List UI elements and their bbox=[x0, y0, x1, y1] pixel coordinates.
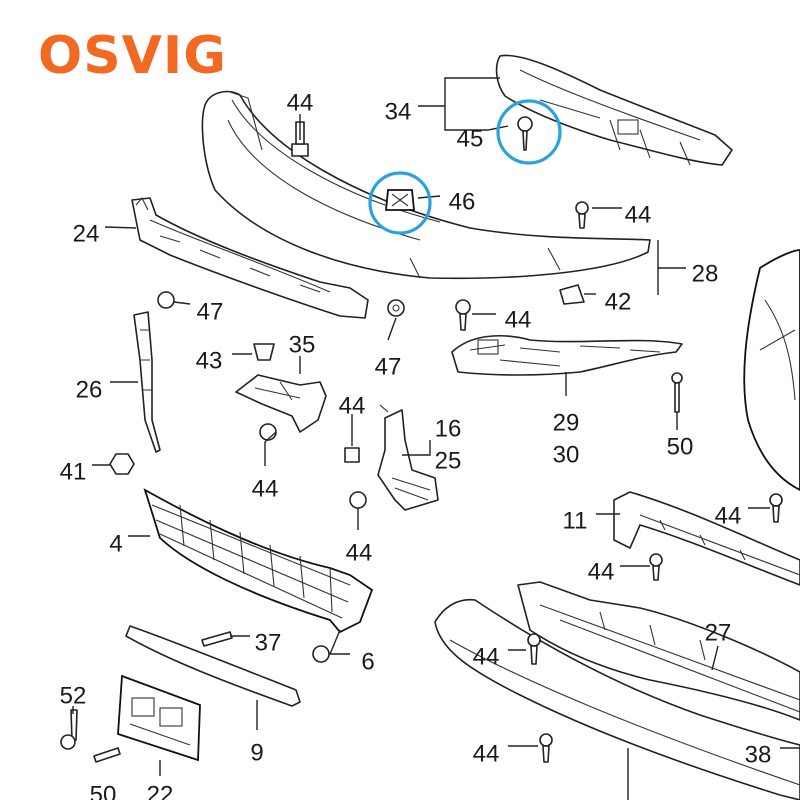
callout-37: 37 bbox=[255, 629, 282, 656]
part-9-trim-strip bbox=[125, 625, 301, 707]
bolt-44-b bbox=[575, 201, 589, 229]
callout-34: 34 bbox=[385, 98, 412, 125]
callout-11: 11 bbox=[563, 507, 588, 534]
part-27-lower-reinforcement bbox=[517, 581, 800, 721]
part-22-plate-bracket bbox=[117, 674, 201, 762]
callout-41: 41 bbox=[60, 458, 87, 485]
highlight-ring-46 bbox=[368, 171, 432, 235]
part-38-lower-lip bbox=[434, 598, 800, 800]
callout-26: 26 bbox=[76, 376, 103, 403]
part-35-small-bracket bbox=[235, 374, 327, 433]
part-28-upper-beam bbox=[201, 90, 651, 280]
clip-46 bbox=[385, 189, 415, 211]
callout-24: 24 bbox=[73, 220, 100, 247]
part-26-vertical-bracket bbox=[133, 311, 161, 453]
callout-44: 44 bbox=[252, 475, 279, 502]
clip-44-g bbox=[349, 491, 367, 509]
callout-22: 22 bbox=[147, 781, 174, 800]
part-24-bracket-rail bbox=[131, 197, 369, 319]
callout-43: 43 bbox=[196, 347, 223, 374]
callout-52: 52 bbox=[60, 682, 87, 709]
callout-29: 29 bbox=[553, 409, 580, 436]
logo-text: OSVIG bbox=[38, 26, 227, 86]
clip-44-d bbox=[344, 447, 360, 463]
callout-47: 47 bbox=[375, 353, 402, 380]
clip-43 bbox=[253, 343, 275, 361]
callout-25: 25 bbox=[435, 447, 462, 474]
screw-37 bbox=[201, 631, 233, 647]
leader-lines bbox=[72, 77, 800, 800]
part-4-lower-grille bbox=[143, 488, 374, 634]
callout-44: 44 bbox=[287, 89, 314, 116]
bolt-44-c bbox=[455, 299, 471, 331]
clip-6 bbox=[312, 645, 330, 663]
callout-45: 45 bbox=[457, 125, 484, 152]
highlight-ring-45 bbox=[496, 99, 562, 165]
callout-44: 44 bbox=[473, 740, 500, 767]
callout-44: 44 bbox=[339, 392, 366, 419]
callout-44: 44 bbox=[346, 539, 373, 566]
bolt-50 bbox=[671, 372, 683, 413]
callout-27: 27 bbox=[705, 619, 732, 646]
callout-44: 44 bbox=[715, 502, 742, 529]
fasteners bbox=[60, 116, 783, 763]
nut-41 bbox=[109, 453, 135, 475]
part-side-cover-edge bbox=[743, 249, 800, 492]
callout-47: 47 bbox=[197, 298, 224, 325]
callout-35: 35 bbox=[289, 331, 316, 358]
callout-50: 50 bbox=[667, 433, 694, 460]
callout-28: 28 bbox=[692, 260, 719, 287]
part-29-30-side-bracket bbox=[451, 335, 683, 376]
callout-44: 44 bbox=[473, 643, 500, 670]
clip-42 bbox=[559, 284, 585, 305]
bolt-44-f bbox=[769, 493, 783, 523]
callout-38: 38 bbox=[745, 741, 772, 768]
callout-46: 46 bbox=[449, 188, 476, 215]
bolt-44-h bbox=[649, 553, 663, 581]
callout-44: 44 bbox=[505, 306, 532, 333]
clip-44-e bbox=[259, 423, 277, 441]
callout-42: 42 bbox=[605, 288, 632, 315]
part-16-25-duct-bracket bbox=[377, 404, 439, 511]
callout-4: 4 bbox=[109, 530, 122, 557]
callout-50: 50 bbox=[90, 781, 117, 800]
screw-45 bbox=[517, 116, 533, 151]
callout-6: 6 bbox=[361, 648, 374, 675]
brand-logo: OSVIG bbox=[38, 30, 227, 82]
bolt-44-i bbox=[527, 633, 541, 665]
callout-30: 30 bbox=[553, 441, 580, 468]
screw-50-b bbox=[93, 747, 121, 763]
callout-16: 16 bbox=[435, 415, 462, 442]
part-34-top-cover bbox=[495, 54, 733, 166]
highlight-rings bbox=[368, 99, 562, 235]
callout-44: 44 bbox=[588, 558, 615, 585]
screw-52 bbox=[60, 709, 78, 750]
clip-47-b bbox=[387, 299, 405, 317]
clip-47-a bbox=[157, 291, 175, 309]
callout-44: 44 bbox=[625, 201, 652, 228]
part-11-lower-beam bbox=[613, 491, 800, 586]
callout-9: 9 bbox=[250, 739, 263, 766]
bolt-44-j bbox=[539, 733, 553, 763]
